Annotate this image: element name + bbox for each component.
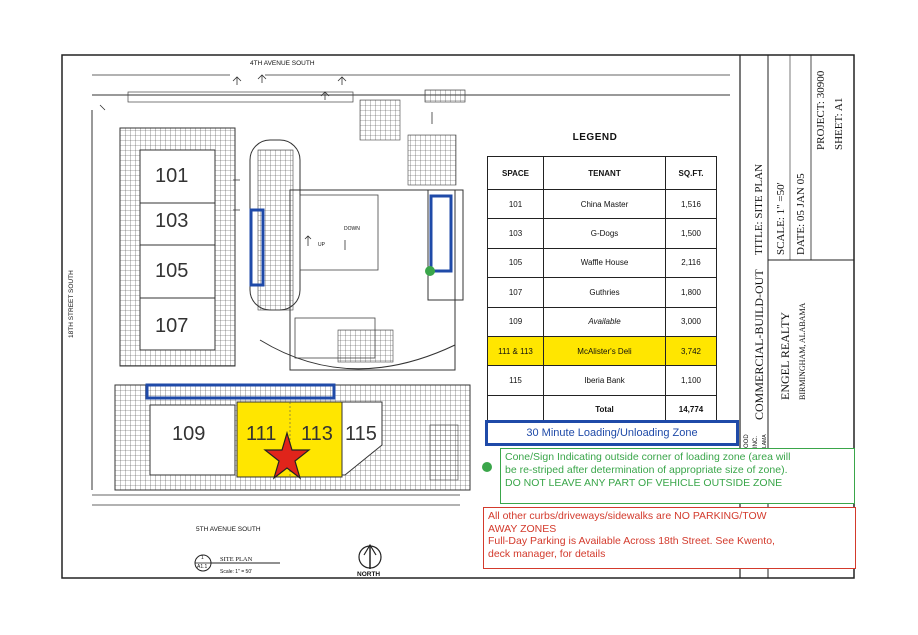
cone-sign-line-1: Cone/Sign Indicating outside corner of l… [505,451,791,463]
loading-zone-east [429,194,453,273]
deck-down-label: DOWN [344,226,360,232]
legend-title: LEGEND [572,132,618,143]
legend-row: 107 Guthries 1,800 [487,277,717,308]
cone-sign-line-3: DO NOT LEAVE ANY PART OF VEHICLE OUTSIDE… [505,477,783,489]
parking-line-1: All other curbs/driveways/sidewalks are … [488,510,767,522]
title-block-title: TITLE: SITE PLAN [753,163,765,255]
street-label-west: 18TH STREET SOUTH [68,270,75,338]
unit-label-111: 111 [246,423,277,445]
legend-table: SPACE TENANT SQ.FT. 101 China Master 1,5… [487,156,717,426]
legend-header-sqft: SQ.FT. [665,156,717,190]
legend-tenant: Guthries [543,277,666,308]
legend-space: 107 [487,277,544,308]
title-block-scale: SCALE: 1" =50' [775,182,787,255]
legend-space: 105 [487,247,544,279]
title-block-sheet: SHEET: A1 [833,97,845,150]
title-block-cut-1: OOD [744,434,750,448]
location-star-icon [263,430,311,480]
site-plan-scale: Scale: 1" = 50' [220,569,253,575]
title-block-line3: BIRMINGHAM, ALABAMA [798,302,807,400]
parking-line-4: deck manager, for details [488,547,606,560]
legend-header-space: SPACE [487,156,544,190]
unit-label-103: 103 [155,210,189,232]
loading-zone-south [145,383,336,400]
legend-sqft: 1,500 [665,218,717,249]
legend-tenant: China Master [543,188,666,220]
title-block-date: DATE: 05 JAN 05 [795,173,807,255]
legend-sqft: 1,100 [665,365,717,396]
sheet-border [61,54,855,579]
legend-sqft: 1,516 [665,188,717,220]
legend-header-tenant: TENANT [543,156,666,190]
north-arrow-label: NORTH [357,571,381,578]
legend-row-highlighted: 111 & 113 McAlister's Deli 3,742 [487,335,717,367]
title-block-cut-2: INC. [753,436,759,448]
unit-label-109: 109 [172,423,206,445]
legend-sqft: 3,000 [665,306,717,337]
cone-sign-callout: Cone/Sign Indicating outside corner of l… [500,448,855,504]
deck-up-label: UP [318,242,325,248]
no-parking-callout: All other curbs/driveways/sidewalks are … [483,507,856,569]
unit-label-107: 107 [155,315,189,337]
legend-row: 105 Waffle House 2,116 [487,247,717,279]
site-plan-tag [194,554,280,572]
street-label-south: 5TH AVENUE SOUTH [196,526,261,533]
traffic-arrows [99,74,433,250]
legend-sqft: 3,742 [665,335,717,367]
legend-space: 101 [487,188,544,220]
legend-tenant: Waffle House [543,247,666,279]
street-label-north: 4TH AVENUE SOUTH [250,60,315,67]
cone-marker-dot [425,266,435,276]
legend-tenant: Iberia Bank [543,365,666,396]
unit-label-105: 105 [155,260,189,282]
north-parking-stalls [127,89,466,103]
site-plan-title: SITE PLAN [220,556,253,563]
parking-line-3: Full-Day Parking is Available Across 18t… [488,535,775,547]
title-block-line1: COMMERCIAL-BUILD-OUT [752,269,766,420]
unit-label-113: 113 [301,423,333,445]
site-plan-tag-top: 1 [201,555,204,561]
legend-tenant: G-Dogs [543,218,666,249]
legend-sqft: 1,800 [665,277,717,308]
north-arrow-icon [358,543,382,569]
legend-row: 103 G-Dogs 1,500 [487,218,717,249]
legend-row: 101 China Master 1,516 [487,188,717,220]
legend-space: 103 [487,218,544,249]
legend-row: 109 Available 3,000 [487,306,717,337]
parking-line-2: AWAY ZONES [488,522,557,535]
loading-zone-west [249,208,265,287]
legend-space: 111 & 113 [487,335,544,367]
site-plan-tag-bottom: A1.1 [197,564,208,570]
cone-legend-dot-icon [482,462,492,472]
legend-tenant: McAlister's Deli [543,335,666,367]
unit-label-115: 115 [345,423,377,445]
legend-row: 115 Iberia Bank 1,100 [487,365,717,396]
title-block-line2: ENGEL REALTY [778,311,792,400]
legend-tenant: Available [543,306,666,337]
legend-space: 109 [487,306,544,337]
legend-sqft: 2,116 [665,247,717,279]
unit-label-101: 101 [155,165,189,187]
legend-space: 115 [487,365,544,396]
loading-zone-callout: 30 Minute Loading/Unloading Zone [485,420,739,446]
title-block-project: PROJECT: 30900 [815,70,827,150]
cone-sign-line-2: be re-striped after determination of app… [505,464,788,476]
legend-header-row: SPACE TENANT SQ.FT. [487,156,717,190]
title-block-cut-3: LAMA [762,434,768,448]
